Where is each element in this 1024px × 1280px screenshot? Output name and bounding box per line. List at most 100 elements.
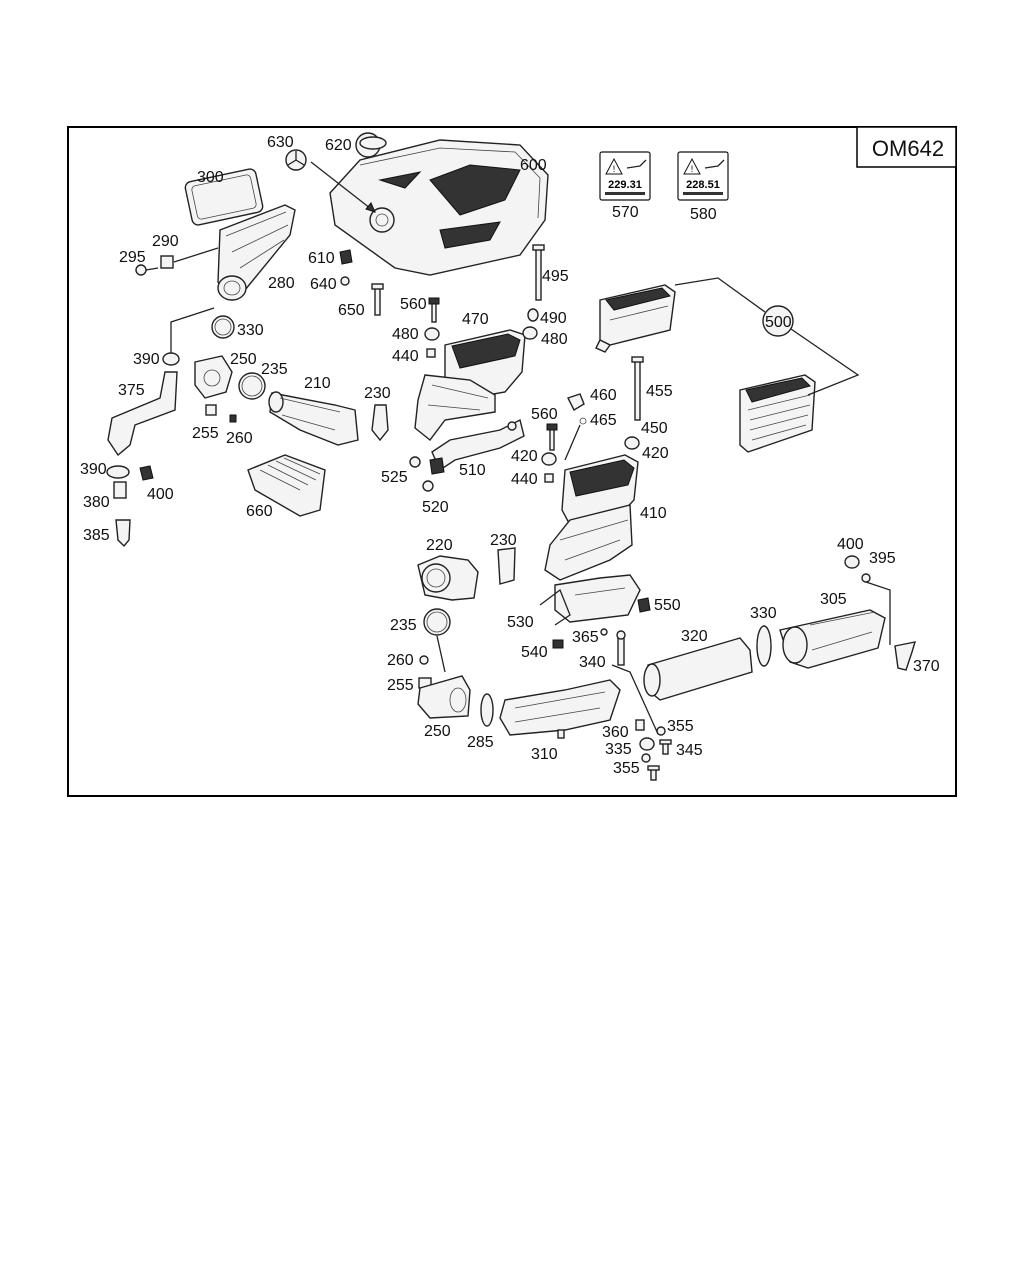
callout-410: 410 [640,505,667,522]
seal-230-lower [497,547,516,585]
screw-260-lower [419,655,429,665]
clamp-390-lower [106,465,130,479]
grommet-640 [340,276,350,286]
nut-400-upper [139,465,154,481]
grommet-335 [639,737,655,751]
grommet-490 [527,308,539,322]
warning-label-570: ! 229.31 [599,151,651,201]
callout-470: 470 [462,311,489,328]
seal-235-upper [238,372,266,400]
clamp-285 [480,693,494,727]
flange-250-upper [194,355,233,399]
bolt-560-upper [428,297,440,323]
callout-230-upper: 230 [364,385,391,402]
callout-285: 285 [467,734,494,751]
callout-345: 345 [676,742,703,759]
callout-335: 335 [605,741,632,758]
callout-355-upper: 355 [667,718,694,735]
duct-305 [779,609,886,669]
callout-460: 460 [590,387,617,404]
callout-465: 465 [590,412,617,429]
engine-code-box [856,126,957,168]
cover-660 [247,454,326,517]
callout-540: 540 [521,644,548,661]
screw-295 [135,264,159,276]
bracket-510 [431,418,525,472]
callout-400-lower: 400 [837,536,864,553]
bolt-650 [371,283,384,316]
bolt-455 [631,356,644,421]
callout-620: 620 [325,137,352,154]
callout-500: 500 [765,314,792,331]
flange-250-lower [417,675,471,719]
svg-text:!: ! [613,164,616,174]
callout-510: 510 [459,462,486,479]
clip-255-upper [205,404,217,416]
callout-235-lower: 235 [390,617,417,634]
warning-label-580: ! 228.51 [677,151,729,201]
seal-300 [184,168,264,226]
warning-label-570-number: 229.31 [608,179,642,191]
callout-370: 370 [913,658,940,675]
bolt-345 [659,739,672,755]
callout-440-left: 440 [392,348,419,365]
air-filter-housing-470 [414,329,526,441]
callout-530: 530 [507,614,534,631]
callout-630: 630 [267,134,294,151]
pipe-340 [616,630,626,666]
callout-355-lower: 355 [613,760,640,777]
callout-bubble-500 [762,305,794,337]
bushing-440-right [544,473,554,483]
bolt-495 [532,244,545,301]
clip-365 [600,628,608,636]
grommet-520 [422,480,434,492]
bracket-370 [894,641,917,671]
callout-310: 310 [531,746,558,763]
bolt-355-lower [647,765,660,781]
washer-525 [409,456,421,468]
callout-580: 580 [690,206,717,223]
callout-280: 280 [268,275,295,292]
grommet-540 [552,639,564,649]
svg-text:!: ! [691,164,694,174]
callout-570: 570 [612,204,639,221]
grommet-450 [624,436,640,450]
callout-385: 385 [83,527,110,544]
clamp-330-lower [756,625,772,667]
warning-label-580-number: 228.51 [686,179,720,191]
callout-330-lower: 330 [750,605,777,622]
callout-490: 490 [540,310,567,327]
callout-220: 220 [426,537,453,554]
callout-365: 365 [572,629,599,646]
callout-300: 300 [197,169,224,186]
seal-465 [579,417,587,425]
hose-210 [268,391,359,446]
callout-455: 455 [646,383,673,400]
callout-480-left: 480 [392,326,419,343]
callout-295: 295 [119,249,146,266]
callout-550: 550 [654,597,681,614]
callout-420-right: 420 [642,445,669,462]
fitting-380 [113,481,127,499]
callout-390-lower: 390 [80,461,107,478]
callout-235-upper: 235 [261,361,288,378]
callout-390-upper: 390 [133,351,160,368]
seal-235-lower [423,608,451,636]
callout-320: 320 [681,628,708,645]
callout-660: 660 [246,503,273,520]
callout-255-upper: 255 [192,425,219,442]
intake-duct-280 [217,204,296,301]
callout-520: 520 [422,499,449,516]
callout-250-lower: 250 [424,723,451,740]
air-filter-500-top [595,284,676,353]
bracket-530 [539,574,641,626]
washer-355-upper [656,726,666,736]
clamp-390-upper [162,352,180,366]
air-filter-500-bottom [739,374,816,453]
duct-220 [417,555,479,601]
callout-230-lower: 230 [490,532,517,549]
cap-385 [115,519,131,548]
grommet-480-left [424,327,440,341]
screw-260-upper [229,414,237,423]
